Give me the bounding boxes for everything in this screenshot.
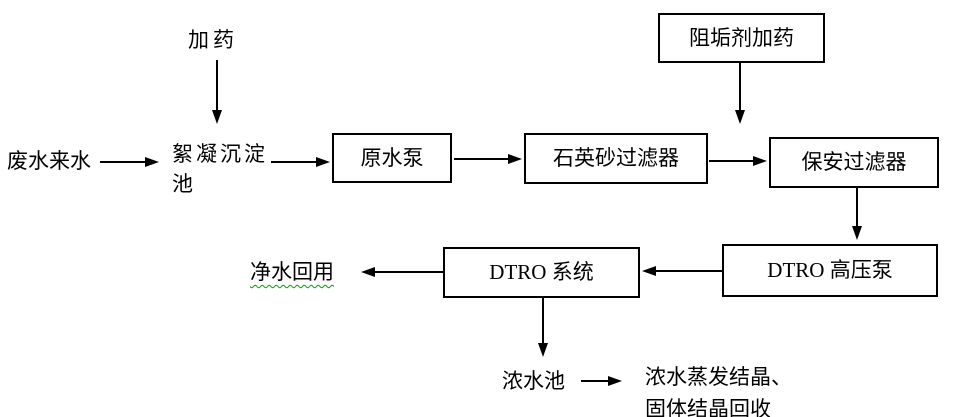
arrow-floc-tank-to-raw-pump [271,157,330,167]
arrow-antiscalant-to-security-filter [735,63,745,124]
label-evaporation-line2: 固体结晶回收 [645,397,771,417]
label-dosing: 加药 [188,28,238,52]
arrow-dtro-system-to-conc-tank [538,298,548,357]
arrow-dosing-to-floc-tank [212,60,222,124]
node-dtro-high-pressure-pump: DTRO 高压泵 [722,244,938,297]
node-raw-water-pump: 原水泵 [332,133,452,183]
label-clean-water-reuse: 净水回用 [250,260,334,284]
node-quartz-sand-filter: 石英砂过滤器 [524,133,708,184]
arrow-sand-filter-to-security-filter [709,156,767,166]
arrow-feedwater-to-floc-tank [100,157,159,167]
label-wastewater-inflow: 废水来水 [7,149,91,173]
arrow-raw-pump-to-sand-filter [454,154,522,164]
label-concentrate-tank: 浓水池 [502,369,565,393]
arrow-security-filter-to-dtro-pump [852,188,862,240]
node-antiscalant-dosing: 阻垢剂加药 [658,13,825,63]
arrow-dtro-pump-to-dtro-system [642,266,722,276]
node-dtro-system: DTRO 系统 [443,247,640,298]
label-flocculation-sedimentation-tank: 絮凝沉淀池 [172,142,268,196]
arrow-dtro-system-to-clean-water [361,267,443,277]
label-evaporation-line1: 浓水蒸发结晶、 [645,365,792,389]
arrow-conc-tank-to-evaporation [581,376,622,386]
label-evaporation-crystallization: 浓水蒸发结晶、 固体结晶回收 [645,361,792,417]
node-security-filter: 保安过滤器 [769,137,939,188]
